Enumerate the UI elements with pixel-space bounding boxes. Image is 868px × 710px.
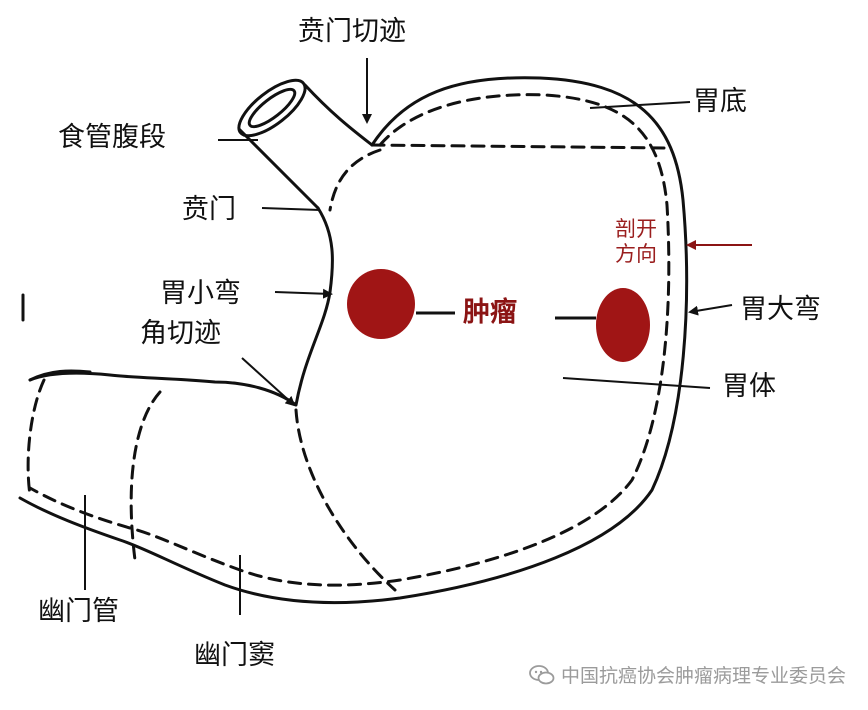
label-cardia: 贲门 bbox=[182, 194, 236, 225]
label-abdominal-esophagus: 食管腹段 bbox=[58, 122, 166, 153]
pylorus-dashed-line-2 bbox=[26, 378, 46, 497]
watermark: 中国抗癌协会肿瘤病理专业委员会 bbox=[529, 661, 846, 688]
tumor-right bbox=[596, 288, 650, 362]
label-pyloric-antrum: 幽门窦 bbox=[194, 640, 275, 671]
esophagus-left-wall bbox=[238, 128, 320, 210]
leader-angular-notch bbox=[241, 357, 296, 407]
leader-fundus bbox=[589, 101, 691, 109]
label-tumor: 肿瘤 bbox=[463, 297, 517, 328]
esophagus-right-wall bbox=[303, 83, 374, 147]
wechat-icon bbox=[529, 664, 555, 684]
label-fundus: 胃底 bbox=[693, 86, 747, 117]
leader-cardia bbox=[261, 207, 321, 211]
label-pyloric-canal: 幽门管 bbox=[38, 596, 119, 627]
watermark-text: 中国抗癌协会肿瘤病理专业委员会 bbox=[560, 665, 846, 687]
leader-lesser-curvature bbox=[274, 288, 333, 299]
label-body: 胃体 bbox=[722, 371, 776, 402]
duodenum-top-edge bbox=[28, 369, 92, 382]
lesser-curvature-outline bbox=[28, 206, 334, 407]
inner-dashed-outline bbox=[28, 93, 671, 587]
tumor-left bbox=[347, 269, 415, 339]
label-incision-direction: 剖开方向 bbox=[615, 217, 657, 266]
fundus-dashed-line bbox=[370, 143, 672, 150]
label-lesser-curvature: 胃小弯 bbox=[160, 278, 241, 309]
esophagus-lumen bbox=[247, 87, 297, 129]
pylorus-dashed-line-1 bbox=[129, 390, 162, 562]
label-cardiac-notch: 贲门切迹 bbox=[298, 16, 406, 47]
label-greater-curvature: 胃大弯 bbox=[740, 294, 821, 325]
leader-body bbox=[562, 377, 711, 389]
angular-dashed-line bbox=[294, 408, 397, 592]
label-angular-notch: 角切迹 bbox=[140, 318, 221, 349]
cardia-dashed-line bbox=[328, 148, 382, 212]
esophagus-opening bbox=[237, 78, 307, 138]
leader-greater-curvature bbox=[688, 304, 733, 316]
stomach-outline bbox=[18, 76, 689, 605]
